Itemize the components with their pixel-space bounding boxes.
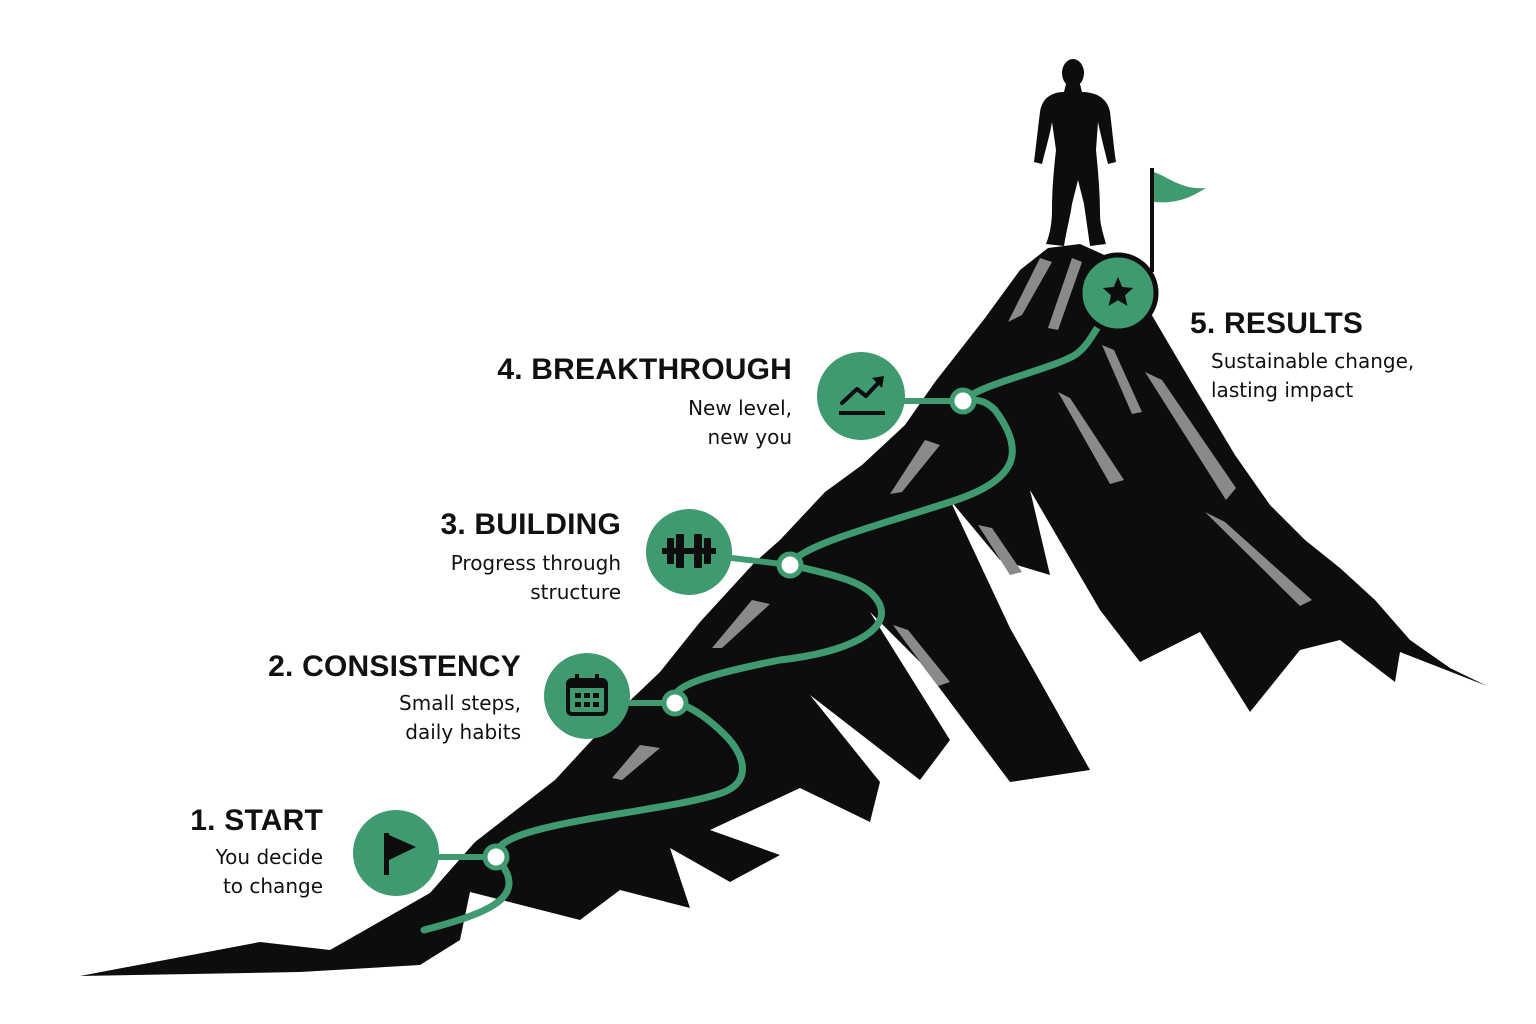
flag-icon bbox=[384, 833, 416, 875]
step-4-desc-line2: new you bbox=[707, 425, 792, 449]
step-1-desc-line2: to change bbox=[222, 874, 323, 898]
step-3-desc-line1: Progress through bbox=[450, 551, 621, 575]
step-2-icon-circle bbox=[544, 653, 630, 739]
step-4-icon-circle bbox=[817, 352, 905, 440]
star-icon bbox=[1102, 277, 1134, 306]
step-2-description: Small steps, daily habits bbox=[399, 689, 521, 747]
step-3-icon-circle bbox=[646, 509, 732, 595]
step-2-title: 2. CONSISTENCY bbox=[268, 650, 521, 683]
summit-flag-icon bbox=[1150, 168, 1206, 272]
step-4-title: 4. BREAKTHROUGH bbox=[497, 353, 792, 386]
step-1-title: 1. START bbox=[190, 804, 323, 837]
path-node-2 bbox=[661, 689, 689, 717]
step-1-icon-circle bbox=[353, 810, 439, 896]
path-node-4 bbox=[949, 387, 977, 415]
rock-highlights bbox=[612, 258, 1312, 780]
calendar-icon bbox=[566, 674, 608, 716]
dumbbell-icon bbox=[662, 534, 716, 568]
path-node-1 bbox=[482, 843, 510, 871]
path-node-3 bbox=[776, 551, 804, 579]
step-3-desc-line2: structure bbox=[530, 580, 621, 604]
step-2-desc-line1: Small steps, bbox=[399, 691, 521, 715]
path-nodes bbox=[482, 387, 977, 871]
step-2-desc-line2: daily habits bbox=[405, 720, 521, 744]
step-3-title: 3. BUILDING bbox=[440, 508, 621, 541]
trending-up-icon bbox=[839, 376, 885, 415]
step-5-desc-line2: lasting impact bbox=[1211, 378, 1354, 402]
step-1-desc-line1: You decide bbox=[215, 845, 323, 869]
step-5-desc-line1: Sustainable change, bbox=[1211, 349, 1415, 373]
person-silhouette-icon bbox=[1034, 59, 1116, 246]
step-4-desc-line1: New level, bbox=[688, 396, 792, 420]
step-5-title: 5. RESULTS bbox=[1190, 307, 1364, 340]
mountain-silhouette bbox=[80, 244, 1487, 976]
step-3-description: Progress through structure bbox=[451, 549, 621, 607]
step-1-description: You decide to change bbox=[216, 843, 323, 901]
step-5-description: Sustainable change, lasting impact bbox=[1211, 347, 1414, 405]
step-4-description: New level, new you bbox=[688, 394, 792, 452]
step-5-icon-circle bbox=[1077, 252, 1159, 334]
